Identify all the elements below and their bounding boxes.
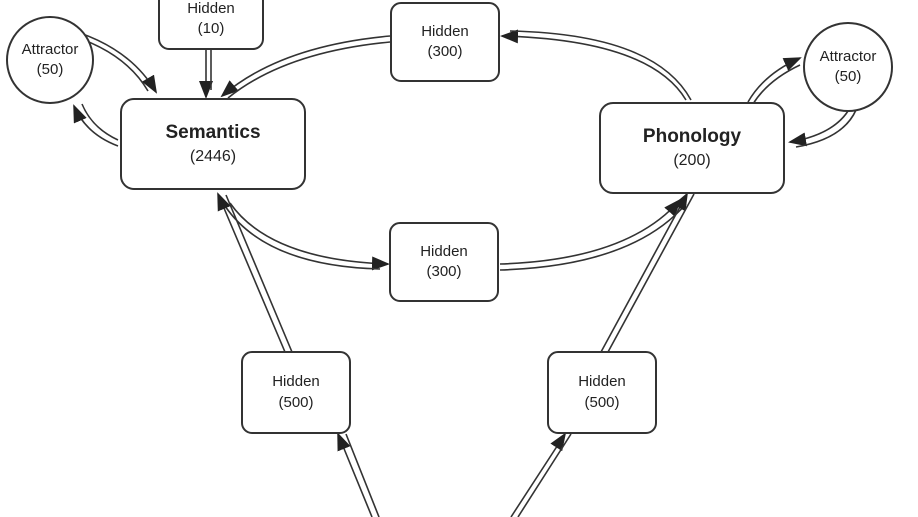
attractor-left-label: Attractor	[21, 40, 79, 58]
hidden-500-left-box: Hidden (500)	[241, 351, 351, 434]
arrow-phonology-to-hidden300-upper	[500, 29, 687, 101]
hidden-300-middle-label: Hidden	[420, 242, 468, 260]
hidden-500-right-box: Hidden (500)	[547, 351, 657, 434]
attractor-left-circle: Attractor (50)	[6, 16, 94, 104]
arrow-semantics-to-attractor	[73, 104, 119, 147]
hidden-300-middle-units: (300)	[426, 263, 462, 280]
arrow-hidden300-upper-to-semantics	[220, 35, 391, 98]
arrow-hidden300-middle-to-phonology	[499, 198, 682, 265]
hidden-500-right-units: (500)	[584, 393, 620, 411]
semantics-label: Semantics	[165, 122, 261, 144]
semantics-units: (2446)	[189, 148, 237, 166]
arrow-hidden500-left-to-semantics	[217, 192, 286, 353]
hidden-10-units: (10)	[197, 20, 225, 37]
phonology-units: (200)	[673, 152, 711, 170]
phonology-label: Phonology	[642, 126, 742, 148]
arrow-input-to-hidden500-left	[337, 432, 373, 517]
attractor-right-circle: Attractor (50)	[803, 22, 893, 112]
arrow-hidden500-right-to-phonology	[600, 192, 688, 353]
hidden-300-upper-units: (300)	[427, 43, 463, 60]
hidden-500-left-units: (500)	[278, 393, 314, 411]
hidden-500-left-label: Hidden	[272, 373, 320, 391]
hidden-10-box: Hidden (10)	[158, 0, 264, 50]
hidden-300-upper-box: Hidden (300)	[390, 2, 500, 82]
arrow-input-to-hidden500-right	[510, 432, 567, 517]
hidden-300-upper-label: Hidden	[421, 22, 469, 40]
hidden-500-right-label: Hidden	[578, 373, 626, 391]
arrow-phonology-to-attractor	[747, 57, 802, 103]
phonology-box: Phonology (200)	[599, 102, 785, 194]
attractor-right-units: (50)	[834, 68, 862, 85]
attractor-right-label: Attractor	[819, 47, 877, 65]
hidden-10-label: Hidden	[187, 0, 235, 17]
semantics-box: Semantics (2446)	[120, 98, 306, 190]
attractor-left-units: (50)	[36, 61, 64, 78]
hidden-300-middle-box: Hidden (300)	[389, 222, 499, 302]
arrow-semantics-to-hidden300-middle	[229, 202, 390, 271]
